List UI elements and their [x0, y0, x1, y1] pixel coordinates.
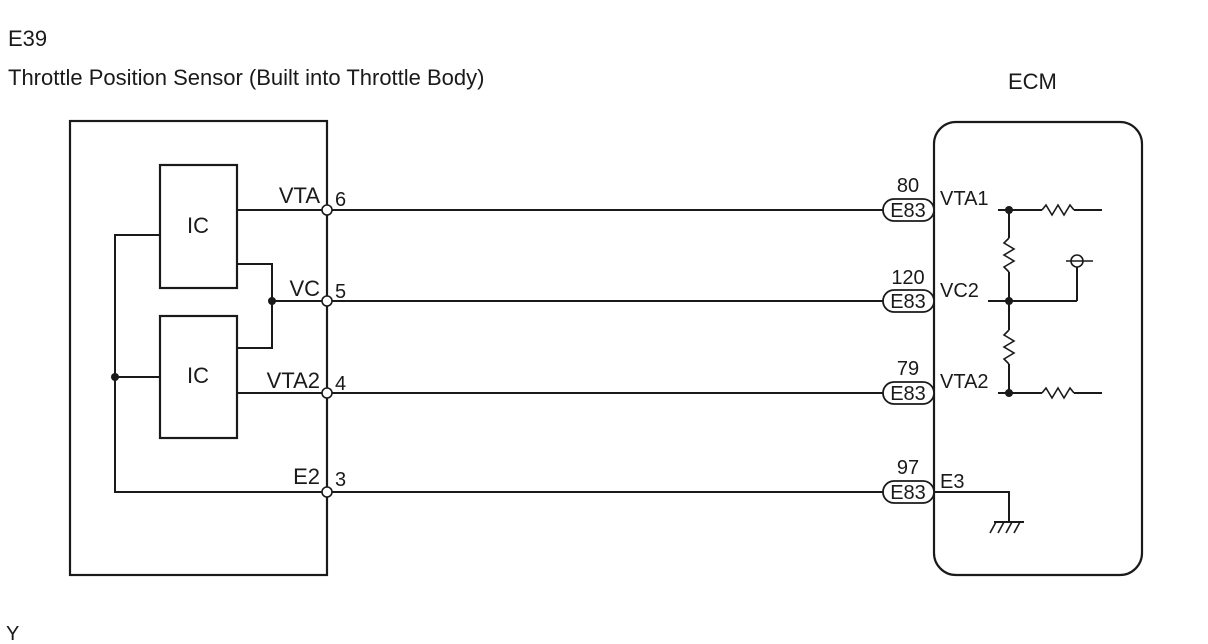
sensor-pin-name: VTA2	[267, 368, 320, 393]
sensor-pin-name: VC	[289, 276, 320, 301]
ecm-connector-vta2: 79 E83	[882, 358, 935, 405]
resistor-icon	[1041, 386, 1075, 400]
connector-pill	[882, 289, 935, 313]
connector-pill	[882, 381, 935, 405]
sensor-pin-number: 6	[335, 189, 346, 211]
ecm-internal-circuit	[934, 203, 1102, 534]
ecm-pin-number: 80	[897, 175, 919, 197]
ic-block-lower	[158, 314, 239, 440]
ecm-connector-vc2: 120 E83	[882, 267, 935, 313]
connector-pill	[882, 198, 935, 222]
ecm-title: ECM	[1008, 69, 1057, 94]
footer-mark: Y	[6, 623, 19, 644]
harness-wires	[327, 209, 883, 493]
sensor-pin-number: 4	[335, 373, 346, 395]
connector-code: E39	[8, 26, 47, 51]
ecm-pin-name: VTA1	[940, 188, 989, 210]
connector-code-label: E83	[890, 291, 926, 313]
ecm-pin-name: E3	[940, 471, 964, 493]
connector-code-label: E83	[890, 383, 926, 405]
sensor-internal-wiring	[111, 209, 327, 493]
resistor-icon	[1041, 203, 1075, 217]
ecm-pin-number: 79	[897, 358, 919, 380]
sensor-terminal	[321, 295, 333, 307]
ic-label-lower: IC	[187, 363, 209, 388]
sensor-terminal	[321, 204, 333, 216]
sensor-terminal	[321, 486, 333, 498]
resistor-icon	[1002, 329, 1016, 365]
resistor-icon	[1002, 237, 1016, 273]
component-title: Throttle Position Sensor (Built into Thr…	[8, 65, 484, 90]
ecm-pin-number: 120	[891, 267, 924, 289]
ic-block-upper	[158, 163, 239, 290]
sensor-pin-number: 5	[335, 281, 346, 303]
sensor-pin-number: 3	[335, 469, 346, 491]
connector-code-label: E83	[890, 482, 926, 504]
ground-icon	[989, 521, 1024, 534]
ecm-housing	[932, 120, 1144, 577]
ecm-pin-name: VTA2	[940, 371, 989, 393]
sensor-terminal	[321, 387, 333, 399]
sensor-pin-name: VTA	[279, 183, 320, 208]
ecm-connector-vta1: 80 E83	[882, 175, 935, 222]
sensor-pin-name: E2	[293, 464, 320, 489]
ecm-pin-number: 97	[897, 457, 919, 479]
ic-label-upper: IC	[187, 213, 209, 238]
ecm-connector-e3: 97 E83	[882, 457, 935, 504]
ecm-pin-name: VC2	[940, 280, 979, 302]
connector-code-label: E83	[890, 200, 926, 222]
